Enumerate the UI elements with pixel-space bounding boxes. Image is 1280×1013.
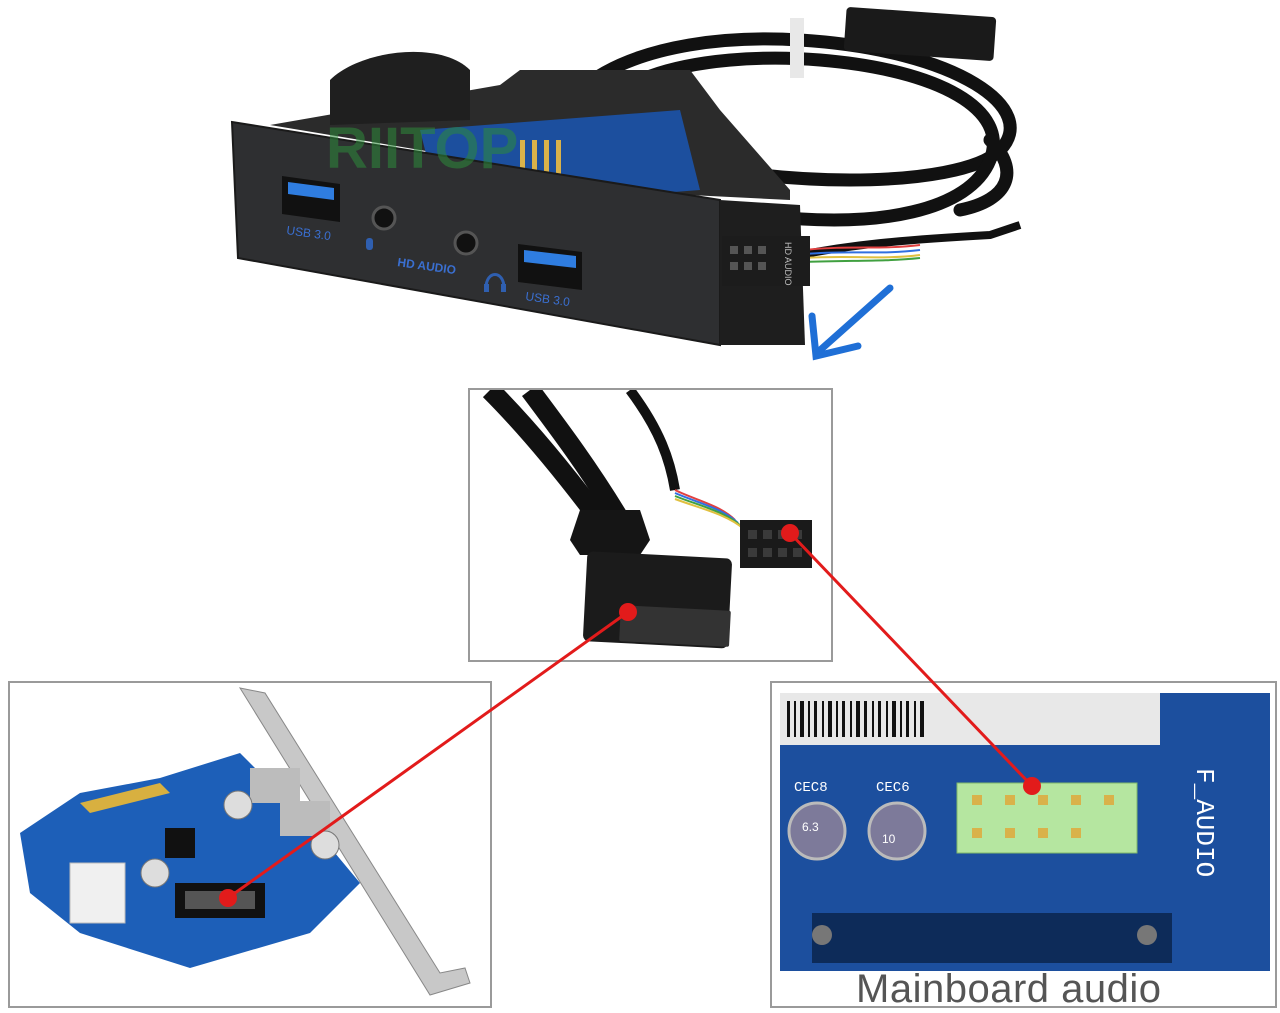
usb-header-holes bbox=[619, 605, 731, 647]
pcie-card-frame bbox=[8, 681, 492, 1008]
blue-arrow bbox=[808, 284, 894, 361]
cap-marking-1: 6.3 bbox=[802, 820, 819, 834]
audio-header-plug bbox=[740, 520, 812, 568]
f-audio-label: F_AUDIO bbox=[1189, 768, 1219, 877]
usb-port-left bbox=[282, 176, 340, 222]
slot-latch-right bbox=[1137, 925, 1157, 945]
controller-chip bbox=[165, 828, 195, 858]
capacitor-3 bbox=[140, 858, 170, 888]
caption-mainboard-audio: Mainboard audio bbox=[856, 967, 1162, 1011]
brand-watermark: RIITOP bbox=[326, 116, 518, 181]
mainboard-frame: CEC8 CEC6 6.3 10 F_AUDIO bbox=[770, 681, 1277, 1008]
usb-port-right bbox=[518, 244, 582, 290]
usb-label-left: USB 3.0 bbox=[286, 223, 333, 243]
cap-marking-2: 10 bbox=[882, 832, 896, 846]
cap-label-right: CEC6 bbox=[876, 780, 910, 796]
pcie-card-illustration bbox=[20, 687, 471, 996]
usb-port-card-1 bbox=[250, 768, 300, 803]
usb-header-connector-top bbox=[843, 7, 997, 61]
connector-detail-illustration bbox=[482, 390, 812, 649]
connector-detail-frame bbox=[468, 388, 833, 662]
audio-jack-mic bbox=[371, 205, 397, 231]
capacitor-cec8 bbox=[787, 801, 847, 861]
hd-audio-connector bbox=[722, 236, 810, 286]
audio-cable-detail bbox=[625, 390, 680, 491]
capacitor-1 bbox=[223, 790, 253, 820]
bay-tab bbox=[330, 51, 470, 125]
usb-cable-left bbox=[482, 390, 608, 527]
slot-latch-left bbox=[812, 925, 832, 945]
molex-power-connector bbox=[69, 862, 126, 924]
cap-label-left: CEC8 bbox=[794, 780, 828, 796]
audio-cable bbox=[799, 221, 1022, 259]
usb-label-right: USB 3.0 bbox=[525, 289, 572, 309]
mainboard-illustration: CEC8 CEC6 6.3 10 F_AUDIO bbox=[780, 693, 1270, 971]
hd-audio-connector-pins bbox=[730, 246, 766, 270]
pcie-gold-fingers bbox=[80, 783, 170, 813]
pin-header-small bbox=[520, 140, 561, 180]
capacitor-cec6 bbox=[867, 801, 927, 861]
cable-tie bbox=[790, 18, 804, 78]
capacitor-2 bbox=[310, 830, 340, 860]
pcie-slot bbox=[812, 913, 1172, 963]
microphone-icon bbox=[366, 238, 373, 250]
connector-label: HD AUDIO bbox=[783, 242, 793, 286]
audio-wires-detail bbox=[674, 489, 745, 530]
usb-header-plug-body bbox=[570, 510, 650, 555]
audio-cable-wires bbox=[804, 244, 921, 263]
f-audio-header bbox=[956, 782, 1138, 854]
audio-jack-headphone bbox=[453, 230, 479, 256]
